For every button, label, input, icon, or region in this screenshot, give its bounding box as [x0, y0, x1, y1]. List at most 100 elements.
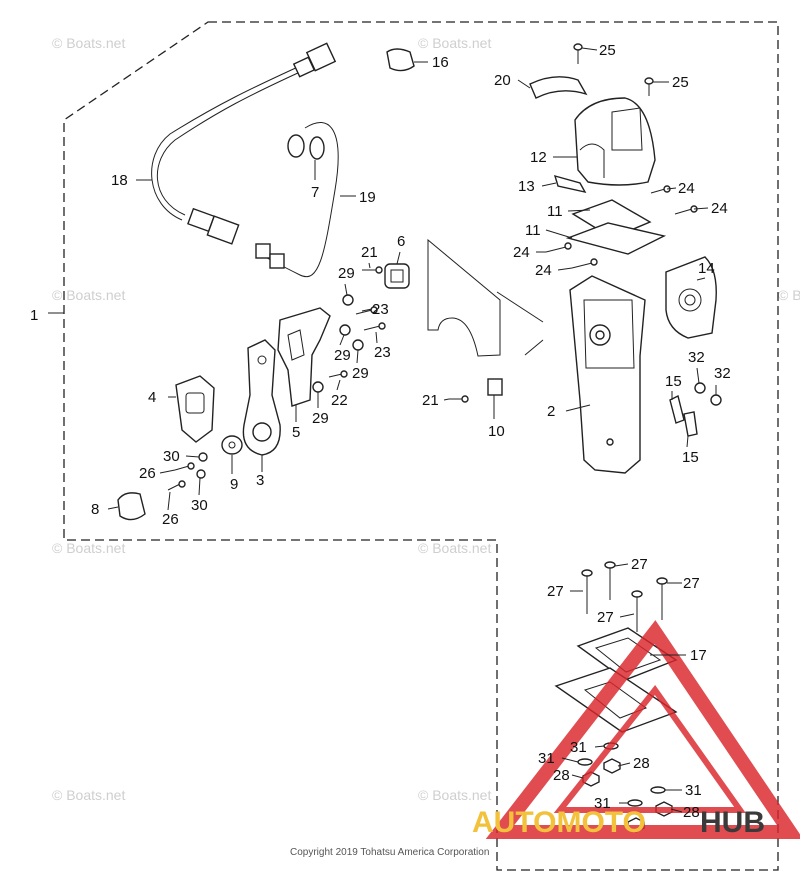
callout-number: 18 [111, 172, 128, 189]
leader-line [565, 404, 591, 412]
logo-hub: HUB [700, 806, 765, 839]
cable-clip [553, 174, 587, 194]
watermark: © Boats.net [778, 287, 800, 303]
leader-line [361, 308, 373, 312]
leader-line [107, 506, 119, 510]
watermark: © Boats.net [52, 287, 125, 303]
callout-number: 10 [488, 423, 505, 440]
callout-number: 25 [599, 42, 616, 59]
watermark: © Boats.net [52, 35, 125, 51]
callout-number: 27 [631, 556, 648, 573]
callout-number: 23 [372, 301, 389, 318]
callout-number: 2 [547, 403, 555, 420]
control-box [569, 275, 646, 474]
leader-line [571, 774, 584, 779]
gasket-outline [427, 238, 501, 357]
callout-number: 31 [570, 739, 587, 756]
plate-10 [487, 378, 503, 396]
callout-number: 19 [359, 189, 376, 206]
callout-number: 11 [547, 203, 563, 220]
callout-number: 24 [711, 200, 728, 217]
wire-harness [151, 42, 337, 245]
leader-line [344, 283, 348, 296]
lever-cover [574, 97, 656, 186]
washer-30 [198, 452, 208, 462]
callout-number: 32 [714, 365, 731, 382]
callout-number: 16 [432, 54, 449, 71]
screws-25 [573, 43, 654, 96]
washer-29 [312, 381, 324, 393]
leader-line [336, 379, 341, 391]
automotohub-logo: AUTOMOTO HUB [472, 620, 800, 839]
leader-line [561, 757, 579, 763]
callout-leaders [48, 47, 717, 813]
leader-line [696, 277, 706, 281]
leader-line [594, 745, 605, 748]
clip-15 [683, 411, 698, 437]
nut-32 [710, 394, 722, 406]
callout-number: 31 [685, 782, 702, 799]
copyright: Copyright 2019 Tohatsu America Corporati… [290, 847, 489, 858]
callout-number: 6 [397, 233, 405, 250]
leader-line [666, 187, 677, 190]
callout-number: 31 [538, 750, 555, 767]
leader-line [614, 563, 629, 567]
clip-15 [669, 394, 685, 424]
callout-number: 24 [535, 262, 552, 279]
callout-labels: 1234567891011111213141515161718192021212… [30, 42, 731, 821]
washer-29 [342, 294, 354, 306]
bracket-lower [565, 222, 667, 255]
callout-number: 23 [374, 344, 391, 361]
assembly-boundary [63, 21, 779, 871]
callout-number: 26 [139, 465, 156, 482]
callout-number: 3 [256, 472, 264, 489]
leader-line [368, 262, 371, 269]
callout-number: 1 [30, 307, 38, 324]
watermark: © Boats.net [52, 787, 125, 803]
lever-arm [242, 339, 281, 456]
callout-number: 28 [633, 755, 650, 772]
logo-automoto: AUTOMOTO [472, 806, 646, 839]
callout-number: 29 [338, 265, 355, 282]
watermark: © Boats.net [52, 540, 125, 556]
leader-line [167, 491, 171, 511]
sensor-harness [255, 122, 339, 278]
callout-number: 31 [594, 795, 611, 812]
leader-line [567, 209, 591, 212]
callout-number: 29 [312, 410, 329, 427]
callout-number: 20 [494, 72, 511, 89]
washer-29 [352, 339, 364, 351]
leader-line [670, 808, 683, 813]
callout-number: 22 [331, 392, 348, 409]
mounting-gasket [554, 667, 678, 733]
leader-line [159, 469, 176, 474]
washer-29 [339, 324, 351, 336]
leader-line [339, 334, 345, 346]
leader-line [696, 367, 700, 384]
bolts-27 [581, 561, 668, 632]
callout-number: 29 [352, 365, 369, 382]
neutral-knob [175, 375, 215, 443]
callout-number: 15 [682, 449, 699, 466]
callout-number: 28 [553, 767, 570, 784]
throttle-bracket [277, 307, 331, 407]
callout-number: 24 [513, 244, 530, 261]
leader-line [375, 331, 378, 344]
leader-line [581, 47, 598, 51]
leader-line [517, 79, 531, 89]
callout-number: 29 [334, 347, 351, 364]
callout-number: 8 [91, 501, 99, 518]
callout-number: 11 [525, 222, 541, 239]
callout-number: 13 [518, 178, 535, 195]
leader-line [541, 182, 557, 187]
callout-number: 5 [292, 424, 300, 441]
callout-number: 15 [665, 373, 682, 390]
bushing [221, 435, 243, 455]
leader-line [443, 398, 450, 401]
callout-number: 12 [530, 149, 547, 166]
callout-number: 25 [672, 74, 689, 91]
watermarks: © Boats.net © Boats.net © Boats.net © Bo… [52, 35, 800, 803]
nut-32 [694, 382, 706, 394]
